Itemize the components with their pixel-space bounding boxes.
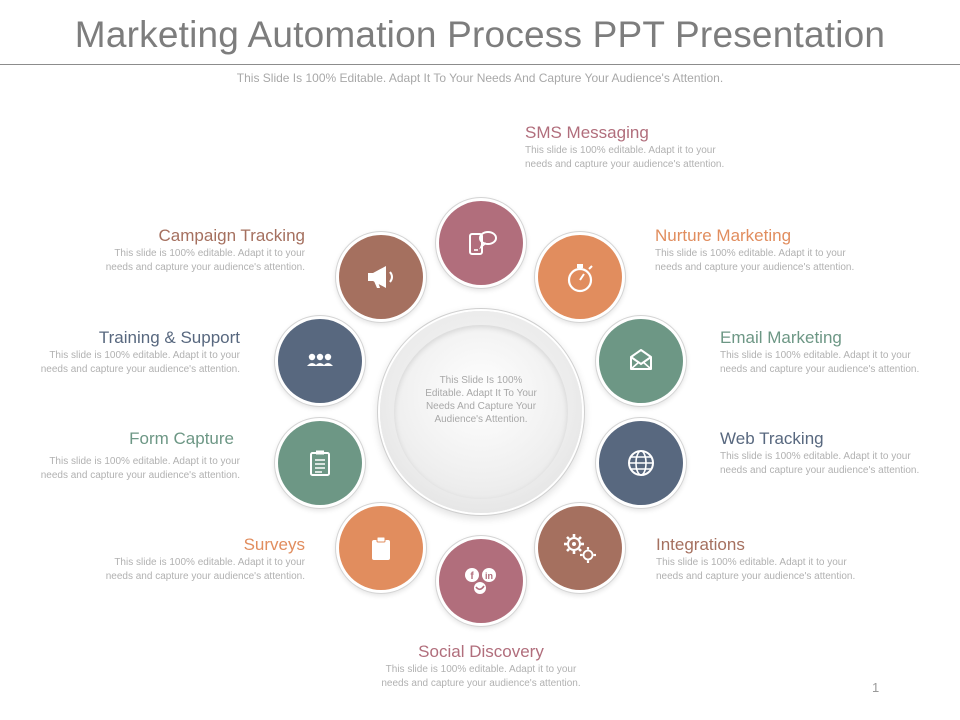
social-icons-icon: f in	[465, 568, 496, 594]
circle-social-discovery: f in	[439, 539, 523, 623]
title-divider	[0, 64, 960, 65]
step-form-capture: Form Capture This slide is 100% editable…	[20, 429, 240, 482]
step-title: Social Discovery	[418, 642, 544, 661]
step-sms-messaging: SMS Messaging This slide is 100% editabl…	[525, 123, 745, 171]
svg-text:f: f	[470, 571, 474, 582]
megaphone-icon	[368, 266, 393, 288]
step-nurture-marketing: Nurture Marketing This slide is 100% edi…	[655, 226, 875, 274]
center-hub-text: This Slide Is 100% Editable. Adapt It To…	[425, 375, 537, 425]
step-text: This slide is 100% editable. Adapt it to…	[720, 451, 920, 476]
step-text: This slide is 100% editable. Adapt it to…	[656, 557, 856, 582]
circle-campaign-tracking	[339, 235, 423, 319]
center-hub: This Slide Is 100% Editable. Adapt It To…	[380, 311, 582, 513]
step-email-marketing: Email Marketing This slide is 100% edita…	[720, 328, 940, 376]
circle-email-marketing	[599, 319, 683, 403]
step-text: This slide is 100% editable. Adapt it to…	[40, 350, 240, 375]
page-number: 1	[872, 680, 880, 695]
team-icon	[307, 353, 333, 366]
step-title: Web Tracking	[720, 429, 824, 448]
step-text: This slide is 100% editable. Adapt it to…	[105, 248, 305, 273]
step-title: Campaign Tracking	[158, 226, 305, 245]
center-hub-inner	[394, 325, 568, 499]
circle-sms-messaging	[439, 201, 523, 285]
step-title: SMS Messaging	[525, 123, 649, 142]
step-title: Form Capture	[129, 429, 234, 448]
form-icon	[310, 450, 330, 476]
step-text: This slide is 100% editable. Adapt it to…	[105, 557, 305, 582]
svg-text:in: in	[485, 571, 493, 581]
step-training-support: Training & Support This slide is 100% ed…	[20, 328, 240, 376]
clipboard-icon	[372, 536, 390, 560]
step-integrations: Integrations This slide is 100% editable…	[656, 535, 876, 583]
circle-integrations	[538, 506, 622, 590]
step-text: This slide is 100% editable. Adapt it to…	[381, 664, 581, 689]
circle-training-support	[278, 319, 362, 403]
step-title: Nurture Marketing	[655, 226, 792, 245]
step-title: Surveys	[243, 535, 305, 554]
stopwatch-icon	[567, 264, 593, 293]
step-web-tracking: Web Tracking This slide is 100% editable…	[720, 429, 940, 477]
step-text: This slide is 100% editable. Adapt it to…	[655, 248, 855, 273]
circle-form-capture	[278, 421, 362, 505]
step-title: Training & Support	[98, 328, 240, 347]
step-title: Integrations	[656, 535, 745, 554]
globe-icon	[628, 450, 654, 476]
circle-surveys	[339, 506, 423, 590]
circle-nurture-marketing	[538, 235, 622, 319]
circle-web-tracking	[599, 421, 683, 505]
step-text: This slide is 100% editable. Adapt it to…	[720, 350, 920, 375]
step-surveys: Surveys This slide is 100% editable. Ada…	[85, 535, 305, 583]
step-text: This slide is 100% editable. Adapt it to…	[525, 145, 725, 170]
step-social-discovery: Social Discovery This slide is 100% edit…	[371, 642, 591, 690]
gears-icon	[564, 534, 596, 563]
step-title: Email Marketing	[720, 328, 842, 347]
slide-subtitle: This Slide Is 100% Editable. Adapt It To…	[236, 71, 724, 85]
step-text: This slide is 100% editable. Adapt it to…	[40, 456, 240, 481]
step-campaign-tracking: Campaign Tracking This slide is 100% edi…	[85, 226, 305, 274]
slide-title: Marketing Automation Process PPT Present…	[74, 14, 886, 55]
phone-chat-icon	[469, 231, 497, 255]
envelope-icon	[630, 349, 652, 370]
